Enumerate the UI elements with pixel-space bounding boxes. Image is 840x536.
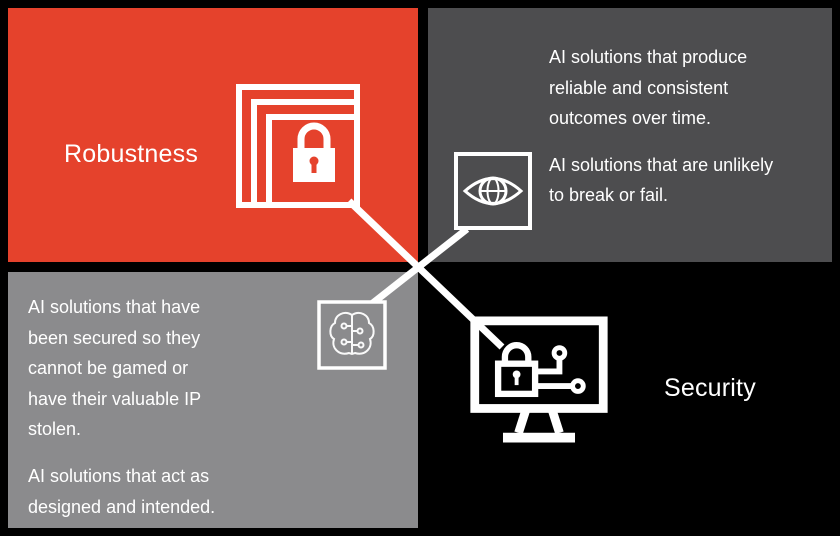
eye-globe-icon <box>454 152 532 230</box>
reliability-paragraph-1: AI solutions that produce reliable and c… <box>549 47 748 129</box>
reliability-paragraph-2: AI solutions that are unlikely to break … <box>549 154 774 206</box>
reliability-text-block: AI solutions that produce reliable and c… <box>549 42 789 227</box>
secured-paragraph-2: AI solutions that act as designed and in… <box>28 465 216 517</box>
secured-text-block: AI solutions that have been secured so t… <box>28 292 228 536</box>
nested-frames-lock-icon <box>234 82 362 210</box>
robustness-label: Robustness <box>64 140 199 168</box>
secure-monitor-icon <box>466 312 612 466</box>
secured-paragraph-1: AI solutions that have been secured so t… <box>28 297 201 440</box>
security-label: Security <box>664 374 756 402</box>
brain-circuit-icon <box>317 300 387 370</box>
